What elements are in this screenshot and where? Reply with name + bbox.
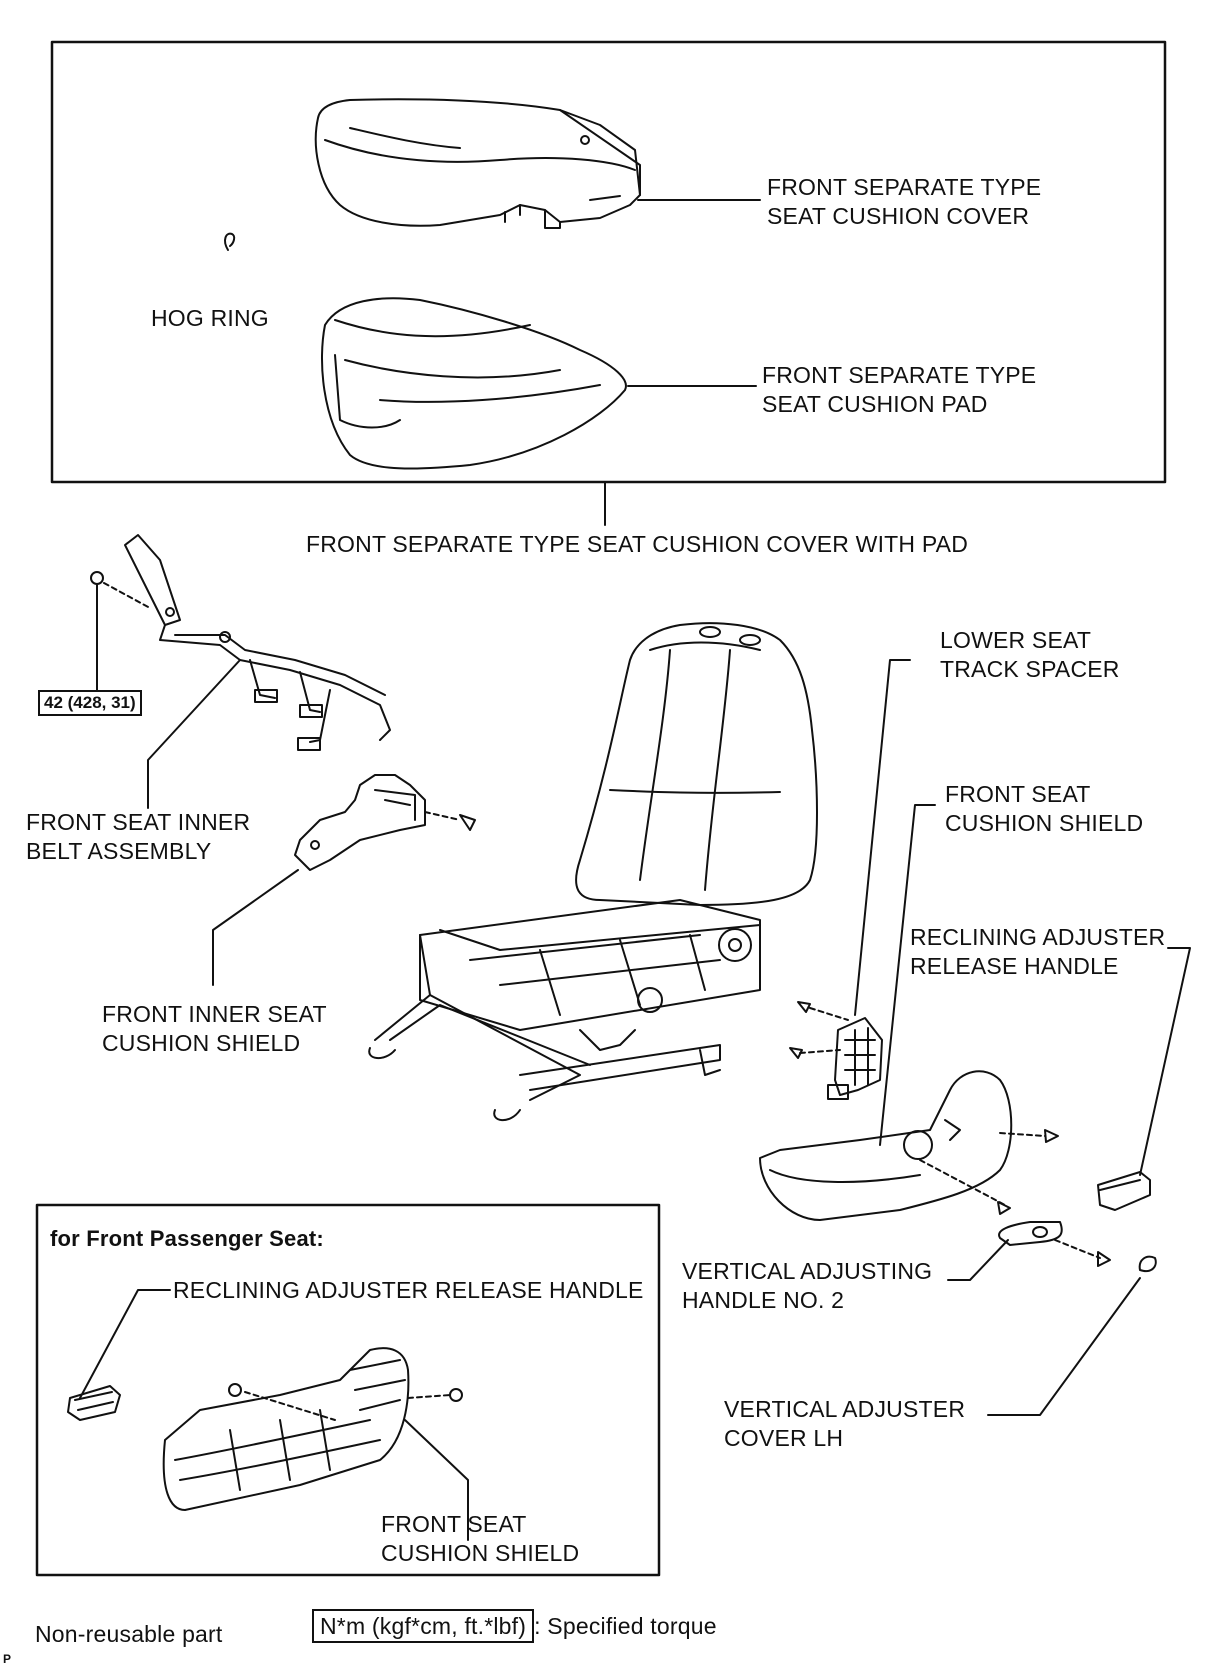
hog-ring-part xyxy=(224,232,236,251)
label-passenger-reclining-handle: RECLINING ADJUSTER RELEASE HANDLE xyxy=(173,1277,644,1303)
inner-belt-part xyxy=(90,534,391,751)
cushion-shield-part xyxy=(759,1070,1059,1221)
reclining-handle-leader xyxy=(1139,947,1191,1176)
inner-belt-leader xyxy=(147,659,241,809)
vertical-handle-part xyxy=(998,1221,1111,1267)
label-cushion-shield: FRONT SEAT CUSHION SHIELD xyxy=(945,781,1144,836)
label-reclining-handle: RECLINING ADJUSTER RELEASE HANDLE xyxy=(910,924,1166,979)
seat-cushion-cover-part xyxy=(314,98,641,229)
cushion-detail-frame xyxy=(50,40,1167,484)
inner-shield-leader xyxy=(212,869,299,986)
label-inner-cushion-shield: FRONT INNER SEAT CUSHION SHIELD xyxy=(102,1001,327,1056)
legend-torque: N*m (kgf*cm, ft.*lbf): Specified torque xyxy=(312,1609,717,1643)
seat-cushion-pad-part xyxy=(321,297,627,470)
label-lower-track-spacer: LOWER SEAT TRACK SPACER xyxy=(940,627,1120,682)
legend-non-reusable: Non-reusable part xyxy=(35,1621,223,1647)
vertical-handle-leader xyxy=(947,1239,1009,1281)
label-vertical-cover: VERTICAL ADJUSTER COVER LH xyxy=(724,1396,966,1451)
torque-unit-box: N*m (kgf*cm, ft.*lbf) xyxy=(312,1609,535,1643)
inner-cushion-shield-part xyxy=(294,774,476,871)
passenger-shield-leader xyxy=(404,1419,469,1541)
corner-mark: P xyxy=(3,1652,12,1666)
torque-spec-box: 42 (428, 31) xyxy=(38,690,142,716)
lower-track-spacer-part xyxy=(789,1001,883,1100)
passenger-cushion-shield-part xyxy=(162,1347,463,1511)
passenger-seat-frame xyxy=(35,1203,661,1577)
seat-assembly-part xyxy=(368,622,818,1122)
label-seat-cushion-cover: FRONT SEPARATE TYPE SEAT CUSHION COVER xyxy=(767,174,1042,229)
passenger-reclining-handle-part xyxy=(67,1385,121,1421)
label-inner-belt: FRONT SEAT INNER BELT ASSEMBLY xyxy=(26,809,251,864)
vertical-cover-leader xyxy=(987,1277,1141,1416)
track-spacer-leader xyxy=(854,659,911,1016)
passenger-box-title: for Front Passenger Seat: xyxy=(50,1226,324,1251)
label-vertical-handle: VERTICAL ADJUSTING HANDLE NO. 2 xyxy=(682,1258,933,1313)
vertical-cover-part xyxy=(1138,1255,1157,1272)
passenger-handle-leader xyxy=(79,1289,171,1399)
label-seat-cushion-pad: FRONT SEPARATE TYPE SEAT CUSHION PAD xyxy=(762,362,1037,417)
label-passenger-cushion-shield: FRONT SEAT CUSHION SHIELD xyxy=(381,1511,580,1566)
label-cover-with-pad: FRONT SEPARATE TYPE SEAT CUSHION COVER W… xyxy=(306,531,969,557)
reclining-handle-part xyxy=(1097,1171,1151,1211)
label-hog-ring: HOG RING xyxy=(151,305,269,331)
cushion-shield-leader xyxy=(879,804,936,1146)
